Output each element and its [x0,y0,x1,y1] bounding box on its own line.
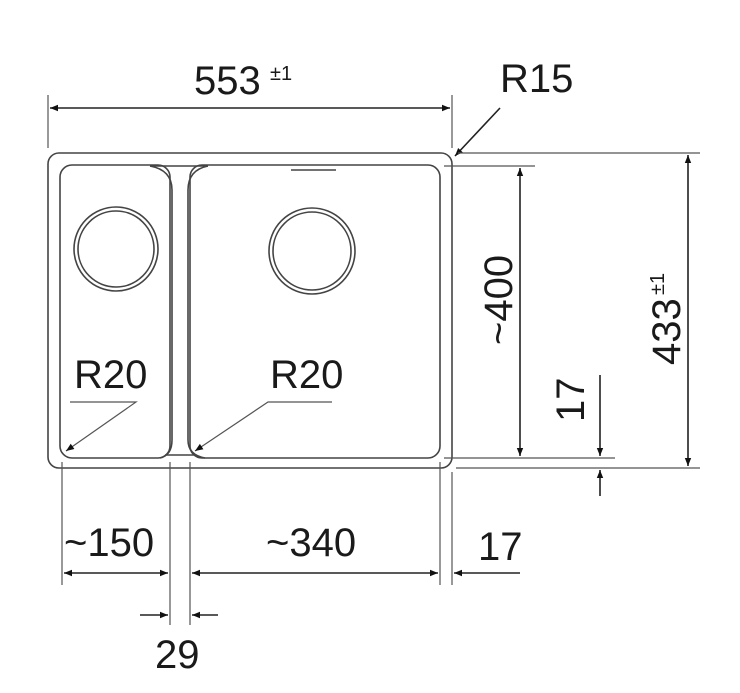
overall-depth-label: 433 [645,298,689,365]
dimension-bottom: ~150 ~340 17 29 [61,462,523,677]
dimension-right-side: 433 ±1 ~400 17 [444,152,700,496]
rim-vertical-label: 17 [549,378,593,423]
dimension-right-bowl-radius: R20 [194,353,343,452]
divider [149,165,209,459]
rim-horizontal-label: 17 [478,525,523,569]
right-drain-icon [268,207,356,295]
left-bowl-width-label: ~150 [64,521,154,565]
overall-width-tolerance: ±1 [270,63,292,85]
right-bowl [189,164,441,459]
right-bowl-width-label: ~340 [266,521,356,565]
outer-radius-label: R15 [500,57,573,101]
dimension-overall-width: 553 ±1 [47,59,453,148]
bowl-depth-label: ~400 [477,255,521,345]
dimension-outer-radius: R15 [454,57,573,157]
left-drain-icon [73,206,159,292]
sink-outline [47,152,453,469]
right-bowl-radius-label: R20 [270,353,343,397]
left-bowl-radius-label: R20 [74,353,147,397]
overall-depth-tolerance: ±1 [647,273,669,295]
divider-width-label: 29 [155,633,200,677]
overall-width-label: 553 [194,59,261,103]
dimension-left-bowl-radius: R20 [65,353,147,452]
left-bowl [59,164,171,459]
